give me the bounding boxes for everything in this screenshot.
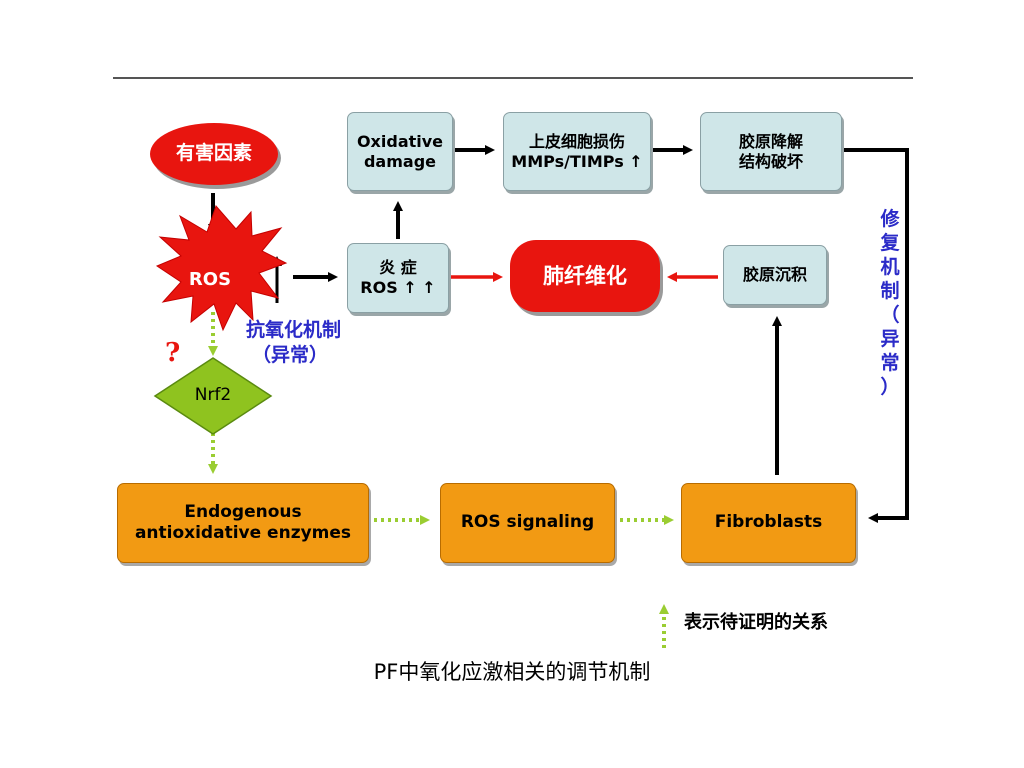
epithelial-line-1: 上皮细胞损伤 [528,131,625,151]
repair-char: 常 [880,352,900,374]
antioxidant-line-2: （异常） [252,343,329,366]
figure-caption: PF中氧化应激相关的调节机制 [0,656,1024,686]
harmful-factors-label: 有害因素 [175,142,252,165]
oxidative-damage-node: Oxidative damage [347,112,453,191]
ros-label-wrap: ROS [180,262,240,298]
nrf2-label-wrap: Nrf2 [183,383,243,409]
question-mark-text: ? [165,338,181,368]
antioxidant-mechanism-label: 抗氧化机制 （异常） [246,318,341,367]
repair-char: 制 [880,280,900,302]
ros-starburst [155,205,288,332]
pulmonary-fibrosis-node: 肺纤维化 [510,240,660,312]
epithelial-injury-node: 上皮细胞损伤 MMPs/TIMPs ↑ [503,112,651,191]
ros-label: ROS [188,268,232,290]
nrf2-label: Nrf2 [194,385,232,406]
fibroblasts-node: Fibroblasts [681,483,856,563]
repair-char: （ [880,304,900,326]
inflammation-line-1: 炎 症 [379,258,417,277]
nrf2-diamond [153,357,273,435]
inflammation-node: 炎 症 ROS ↑ ↑ [347,243,449,313]
oxidative-line-1: Oxidative [356,131,444,151]
inflammation-line-2: ROS ↑ ↑ [360,278,436,297]
epithelial-line-2: MMPs/TIMPs ↑ [511,151,643,171]
caption-text: PF中氧化应激相关的调节机制 [373,660,651,684]
repair-char: ） [880,376,900,398]
collagen-deposition-node: 胶原沉积 [723,245,827,305]
arrow-repair-path [843,148,909,523]
degradation-line-2: 结构破坏 [738,151,803,171]
enzymes-line-2: antioxidative enzymes [134,523,352,543]
repair-char: 复 [880,232,900,254]
degradation-line-1: 胶原降解 [738,131,803,151]
deposition-label: 胶原沉积 [742,265,807,284]
fibroblasts-label: Fibroblasts [714,512,823,533]
repair-char: 修 [880,208,900,230]
top-divider [113,77,913,79]
endogenous-enzymes-node: Endogenous antioxidative enzymes [117,483,369,563]
question-mark: ? [165,338,180,368]
harmful-factors-node: 有害因素 [150,123,278,185]
enzymes-line-1: Endogenous [184,501,302,522]
collagen-degradation-node: 胶原降解 结构破坏 [700,112,842,191]
repair-char: 异 [880,328,900,350]
ros-signaling-node: ROS signaling [440,483,615,563]
legend-label: 表示待证明的关系 [684,608,828,634]
antioxidant-line-1: 抗氧化机制 [246,319,342,341]
ros-signaling-label: ROS signaling [460,512,595,533]
legend-text: 表示待证明的关系 [684,612,828,633]
repair-char: 机 [880,256,900,278]
fibrosis-label: 肺纤维化 [543,263,627,288]
repair-mechanism-label: 修 复 机 制 （ 异 常 ） [878,207,902,399]
oxidative-line-2: damage [363,151,436,171]
